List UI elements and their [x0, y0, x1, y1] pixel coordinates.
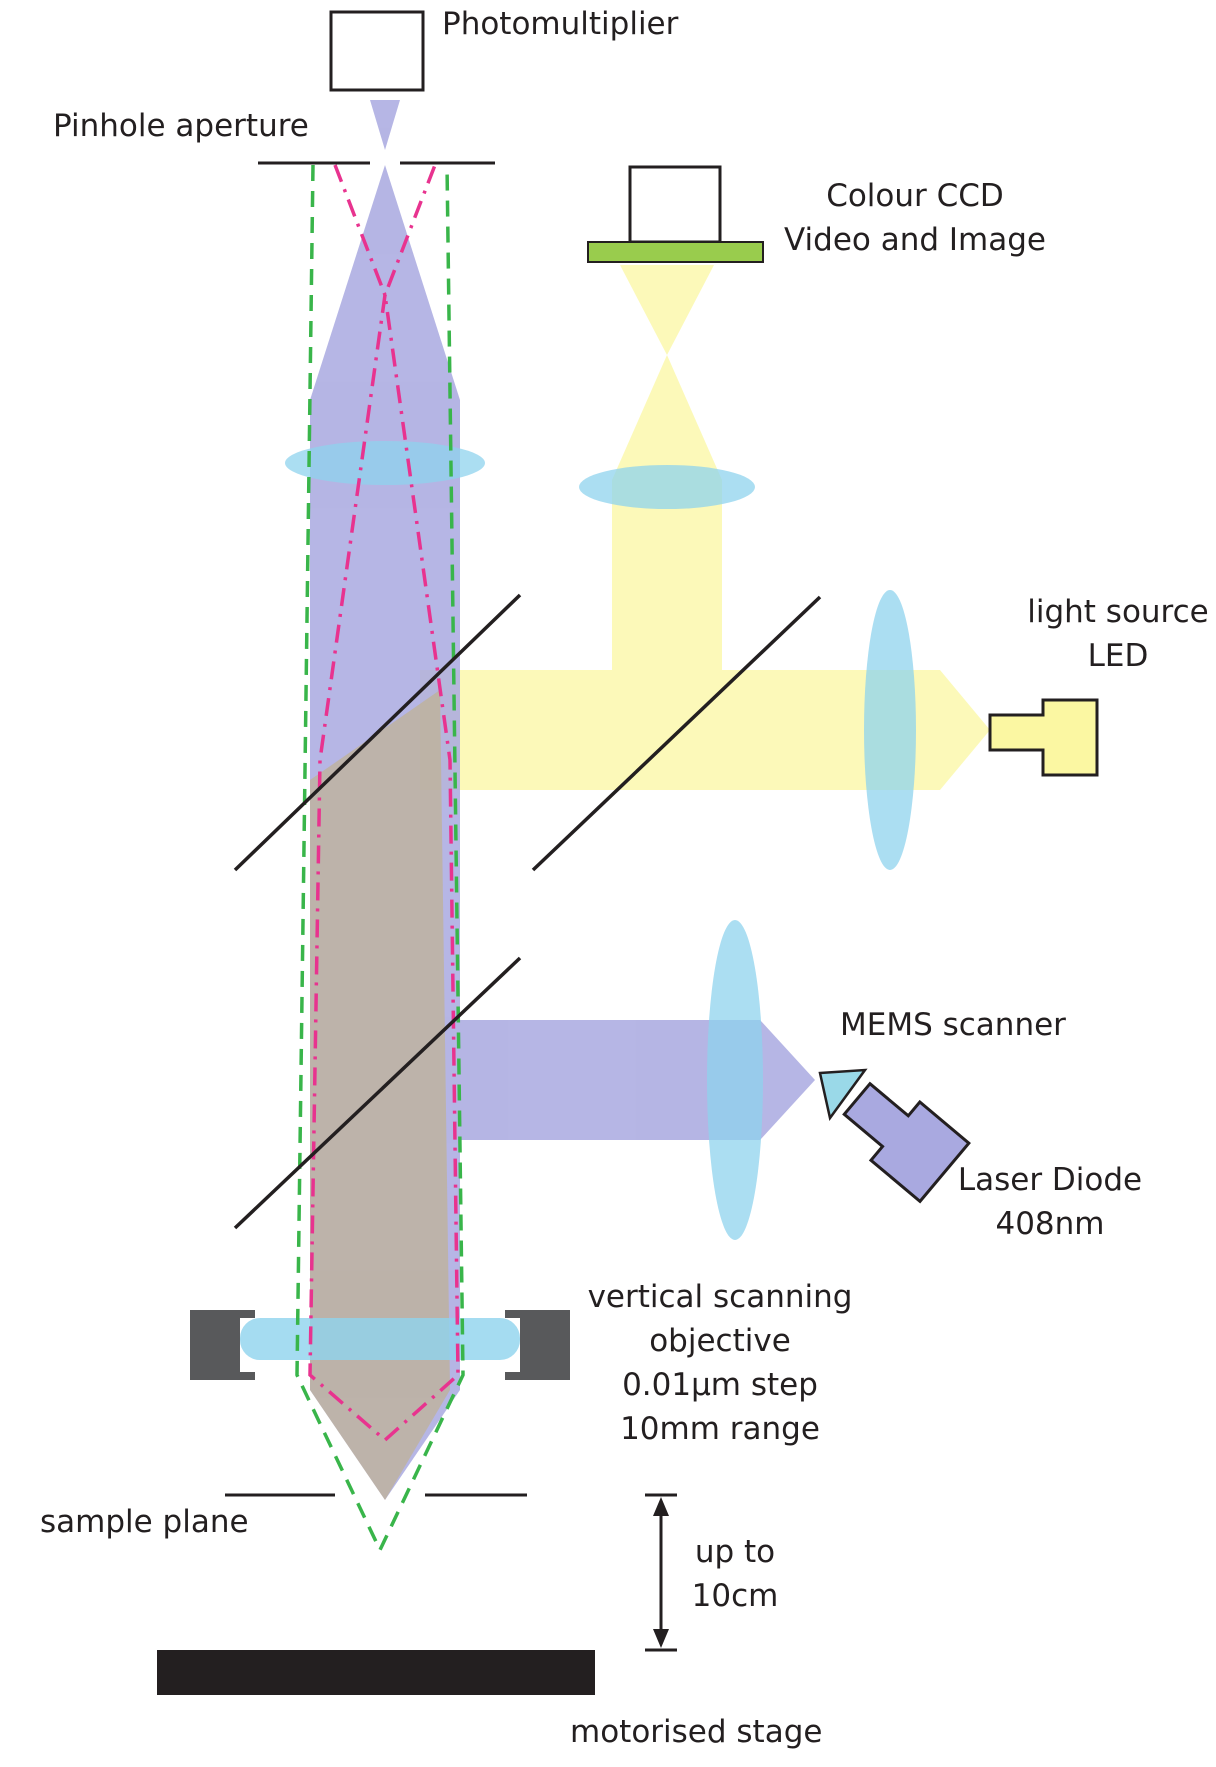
laser-diode-label: Laser Diode 408nm — [945, 1158, 1155, 1246]
light-source-label: light source LED — [1020, 590, 1216, 678]
mixed-beam — [310, 690, 450, 1500]
colour-ccd-label-line2: Video and Image — [784, 222, 1046, 258]
objective-label-line1: vertical scanning — [587, 1279, 853, 1315]
objective-label: vertical scanning objective 0.01µm step … — [580, 1275, 860, 1451]
range-label-line1: up to — [694, 1534, 776, 1570]
light-source-label-line1: light source — [1027, 594, 1209, 630]
laser-diode-label-line1: Laser Diode — [957, 1162, 1143, 1198]
objective-label-line3: 0.01µm step — [622, 1367, 818, 1403]
motorised-stage — [157, 1650, 595, 1695]
colour-ccd-label: Colour CCD Video and Image — [770, 174, 1060, 262]
colour-ccd-label-line1: Colour CCD — [826, 178, 1004, 214]
sample-plane-label: sample plane — [40, 1504, 249, 1540]
ccd-filter — [587, 241, 764, 263]
colour-ccd — [587, 165, 764, 263]
photomultiplier-box — [329, 10, 425, 92]
laser-diode — [842, 1081, 971, 1204]
led-beam — [420, 265, 990, 790]
objective-housing — [190, 1310, 570, 1380]
tube-lens — [285, 441, 485, 485]
mems-scanner-label: MEMS scanner — [840, 1007, 1066, 1043]
widefield-rays — [295, 164, 465, 1555]
beam-splitters — [233, 593, 822, 1230]
light-source-label-line2: LED — [1087, 638, 1149, 674]
pinhole-aperture-label: Pinhole aperture — [53, 108, 309, 144]
led-source — [988, 698, 1099, 777]
laser-diode-label-line2: 408nm — [995, 1206, 1105, 1242]
mems-scanner — [818, 1068, 868, 1121]
objective-label-line4: 10mm range — [620, 1411, 820, 1447]
motorised-stage-label: motorised stage — [570, 1714, 823, 1750]
range-label: up to 10cm — [680, 1530, 790, 1618]
ccd-lens — [579, 465, 755, 509]
led-condenser-lens — [864, 590, 916, 870]
range-arrow — [645, 1493, 677, 1652]
objective-lens — [240, 1318, 520, 1360]
range-label-line2: 10cm — [691, 1578, 779, 1614]
confocal-rays — [308, 164, 460, 1443]
objective-label-line2: objective — [649, 1323, 791, 1359]
laser-collimating-lens — [707, 920, 763, 1240]
photomultiplier-label: Photomultiplier — [442, 6, 679, 42]
